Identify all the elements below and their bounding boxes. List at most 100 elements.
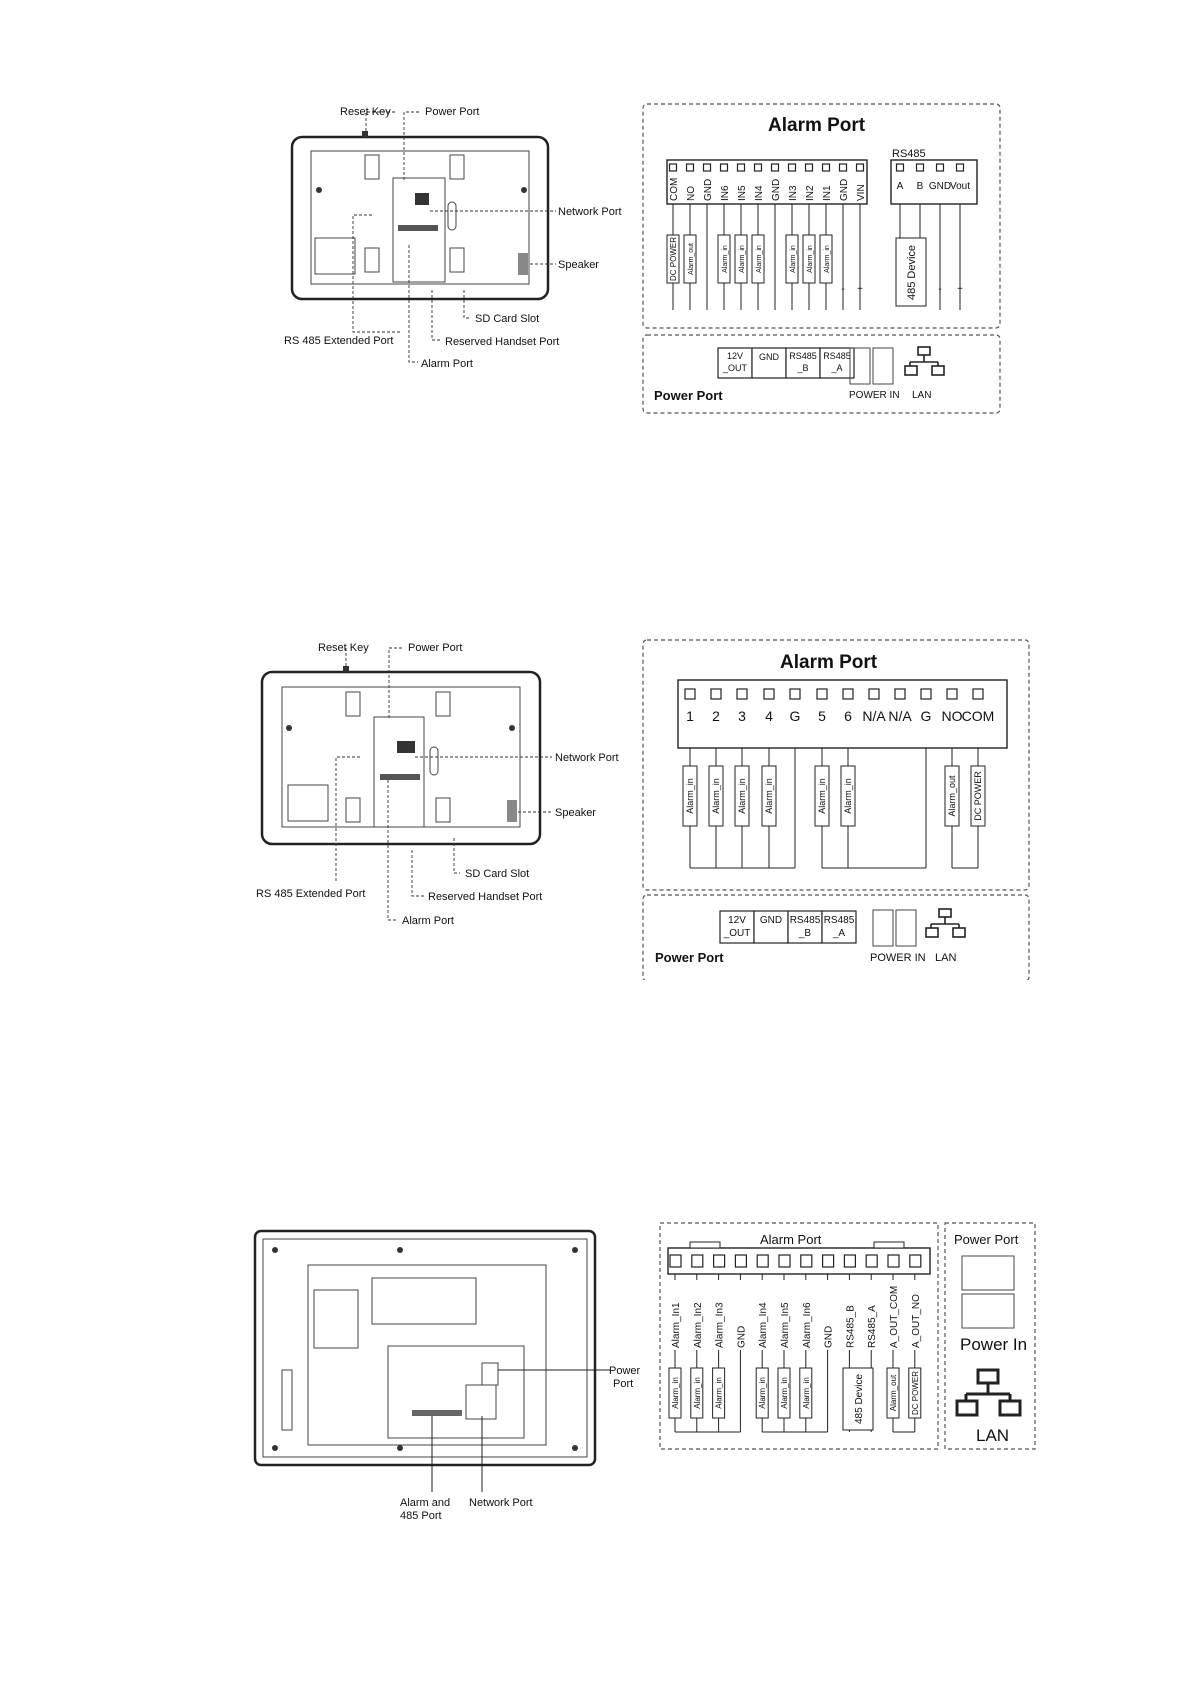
terminal-pin	[753, 163, 763, 172]
terminal-label: 1	[686, 708, 694, 724]
rs485-terminal-block-1	[890, 159, 978, 205]
alarm-in-label: Alarm_in	[807, 245, 814, 273]
alarm-terminal-block-3	[667, 1247, 931, 1275]
alarm-in-label-box	[755, 1367, 769, 1419]
terminal-label: GND	[771, 179, 782, 201]
alarm-in-label-box	[734, 234, 748, 284]
network-port-label-3: Network Port	[469, 1497, 533, 1509]
alarm-in-label: Alarm_in	[764, 778, 774, 814]
terminal-label: N/A	[862, 708, 886, 724]
lan-label-3: LAN	[976, 1426, 1009, 1445]
terminal-label: G	[921, 708, 932, 724]
device-back-2	[260, 666, 542, 846]
power-cell	[751, 347, 787, 379]
terminal-pin	[712, 1254, 726, 1268]
terminal-tab	[689, 1241, 721, 1249]
terminal-label: 2	[712, 708, 720, 724]
terminal-label: Alarm_In6	[802, 1302, 813, 1348]
terminal-pin	[868, 688, 880, 700]
reset-key-label-2: Reset Key	[318, 642, 369, 654]
alarm-in-label-box	[785, 234, 799, 284]
alarm-in-label: Alarm_in	[802, 1377, 811, 1409]
alarm-out-label-box	[944, 765, 960, 827]
alarm-in-label-box	[668, 1367, 682, 1419]
alarm-out-label: Alarm_out	[688, 243, 695, 275]
rs485-terminal-label: Vout	[950, 181, 970, 192]
alarm-in-label: Alarm_in	[758, 1377, 767, 1409]
lan-label-1: LAN	[912, 390, 931, 401]
alarm-out-label-box	[683, 234, 697, 284]
terminal-pin	[787, 163, 797, 172]
terminal-pin	[770, 163, 780, 172]
lan-label-2: LAN	[935, 952, 956, 964]
power-port-title-2: Power Port	[655, 950, 724, 965]
device-back-1	[290, 131, 550, 301]
alarm-terminal-block-1	[666, 159, 868, 205]
alarm-out-label: Alarm_out	[947, 775, 957, 817]
power-cell-label: RS485	[824, 915, 855, 926]
power-cell-label: 12V	[727, 351, 743, 361]
power-cell-label: _A	[830, 363, 842, 373]
figure-2-svg: Reset Key Power Port Network Port Speake…	[256, 639, 1030, 980]
rs485-terminal-label: B	[917, 181, 924, 192]
terminal-label: 6	[844, 708, 852, 724]
polarity-mark: +	[857, 284, 863, 295]
terminal-pin	[804, 163, 814, 172]
alarm-in-label: Alarm_in	[711, 778, 721, 814]
alarm-port-panel-2	[642, 639, 1030, 891]
alarm-in-label-box	[840, 765, 856, 827]
alarm-in-label: Alarm_in	[817, 778, 827, 814]
alarm-in-label-box	[761, 765, 777, 827]
reserved-handset-port-label: Reserved Handset Port	[445, 336, 559, 348]
power-cell	[785, 347, 821, 379]
polarity-mark: -	[841, 284, 844, 295]
power-in-label-2: POWER IN	[870, 952, 926, 964]
alarm-terminal-block-2	[677, 679, 1008, 749]
terminal-label: G	[790, 708, 801, 724]
power-cell	[719, 910, 755, 944]
figure-1: Reset Key Power Port Network Port Speake…	[0, 0, 1191, 430]
alarm-in-label-box	[690, 1367, 704, 1419]
terminal-pin	[734, 1254, 748, 1268]
terminal-pin	[838, 163, 848, 172]
terminal-label: COM	[962, 708, 995, 724]
terminal-pin	[816, 688, 828, 700]
terminal-label: COM	[669, 178, 680, 201]
terminal-label: Alarm_In5	[780, 1302, 791, 1348]
terminal-pin	[763, 688, 775, 700]
alarm-in-label: Alarm_in	[739, 245, 746, 273]
terminal-label: RS485_B	[845, 1305, 856, 1348]
alarm-in-label: Alarm_in	[685, 778, 695, 814]
terminal-pin	[972, 688, 984, 700]
dc-power-label: DC POWER	[973, 771, 983, 821]
alarm-in-label: Alarm_in	[843, 778, 853, 814]
power-cell-label: RS485	[790, 915, 821, 926]
terminal-label: NO	[942, 708, 963, 724]
terminal-pin	[778, 1254, 791, 1268]
figure-3: Power Port Alarm and 485 Port Network Po…	[0, 1220, 1191, 1540]
terminal-pin	[920, 688, 932, 700]
power-cell	[821, 910, 857, 944]
terminal-label: GND	[824, 1326, 835, 1348]
terminal-label: IN6	[720, 185, 731, 201]
figure-1-svg: Reset Key Power Port Network Port Speake…	[284, 103, 1001, 414]
485-device-box-3	[842, 1367, 874, 1431]
terminal-label: GND	[703, 179, 714, 201]
alarm-in-label-box	[712, 1367, 726, 1419]
terminal-pin	[946, 688, 958, 700]
terminal-label: Alarm_In1	[671, 1302, 682, 1348]
leaders-3	[431, 1369, 610, 1492]
alarm-port-title-1: Alarm Port	[768, 115, 866, 136]
alarm-port-label: Alarm Port	[421, 358, 473, 370]
terminal-label: 5	[818, 708, 826, 724]
alarm-in-label: Alarm_in	[722, 245, 729, 273]
terminal-pin	[843, 1254, 857, 1268]
alarm-port-panel-1	[642, 103, 1001, 329]
power-cell-label: RS485	[789, 351, 817, 361]
rs485-pin	[935, 163, 945, 172]
terminal-label: 3	[738, 708, 746, 724]
alarm-port-title-3: Alarm Port	[760, 1232, 822, 1247]
